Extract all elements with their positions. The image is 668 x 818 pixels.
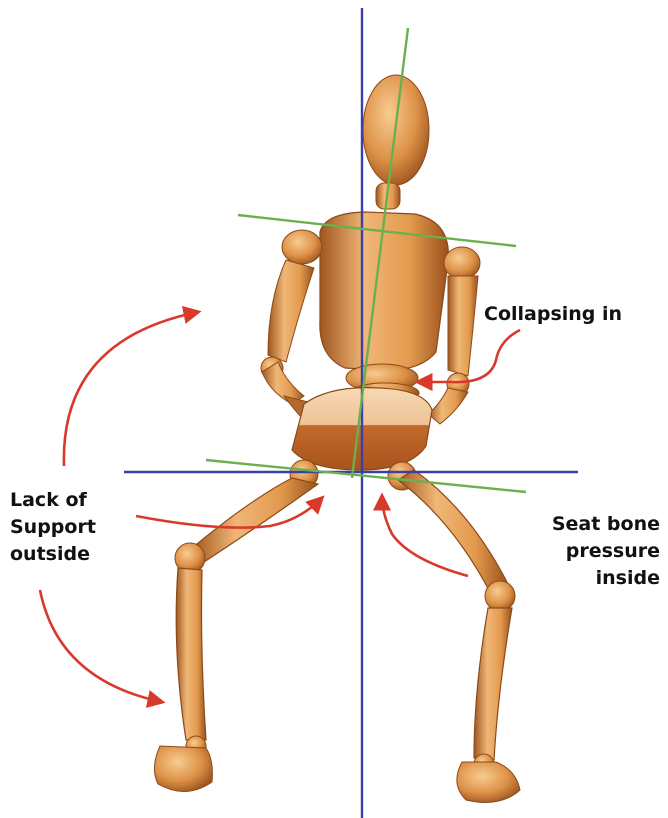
seat-bone-pressure-label: Seat bone pressure inside [552, 511, 660, 592]
arrow-upper-outside [64, 312, 198, 466]
mannequin-left-leg [154, 478, 318, 792]
mannequin-right-leg [398, 470, 520, 802]
seat-bone-line-1: Seat bone [552, 511, 660, 538]
seat-bone-line-3: inside [552, 565, 660, 592]
arrow-lower-outside [40, 590, 162, 702]
lack-of-support-label: Lack of Support outside [10, 487, 96, 568]
lack-of-support-line-2: Support [10, 514, 96, 541]
mannequin-left-arm [261, 230, 322, 418]
seat-bone-line-2: pressure [552, 538, 660, 565]
collapsing-in-text: Collapsing in [484, 301, 622, 328]
collapsing-in-label: Collapsing in [484, 301, 622, 328]
mannequin-head [363, 75, 429, 209]
mannequin-torso [320, 212, 449, 403]
lack-of-support-line-1: Lack of [10, 487, 96, 514]
lack-of-support-line-3: outside [10, 541, 96, 568]
